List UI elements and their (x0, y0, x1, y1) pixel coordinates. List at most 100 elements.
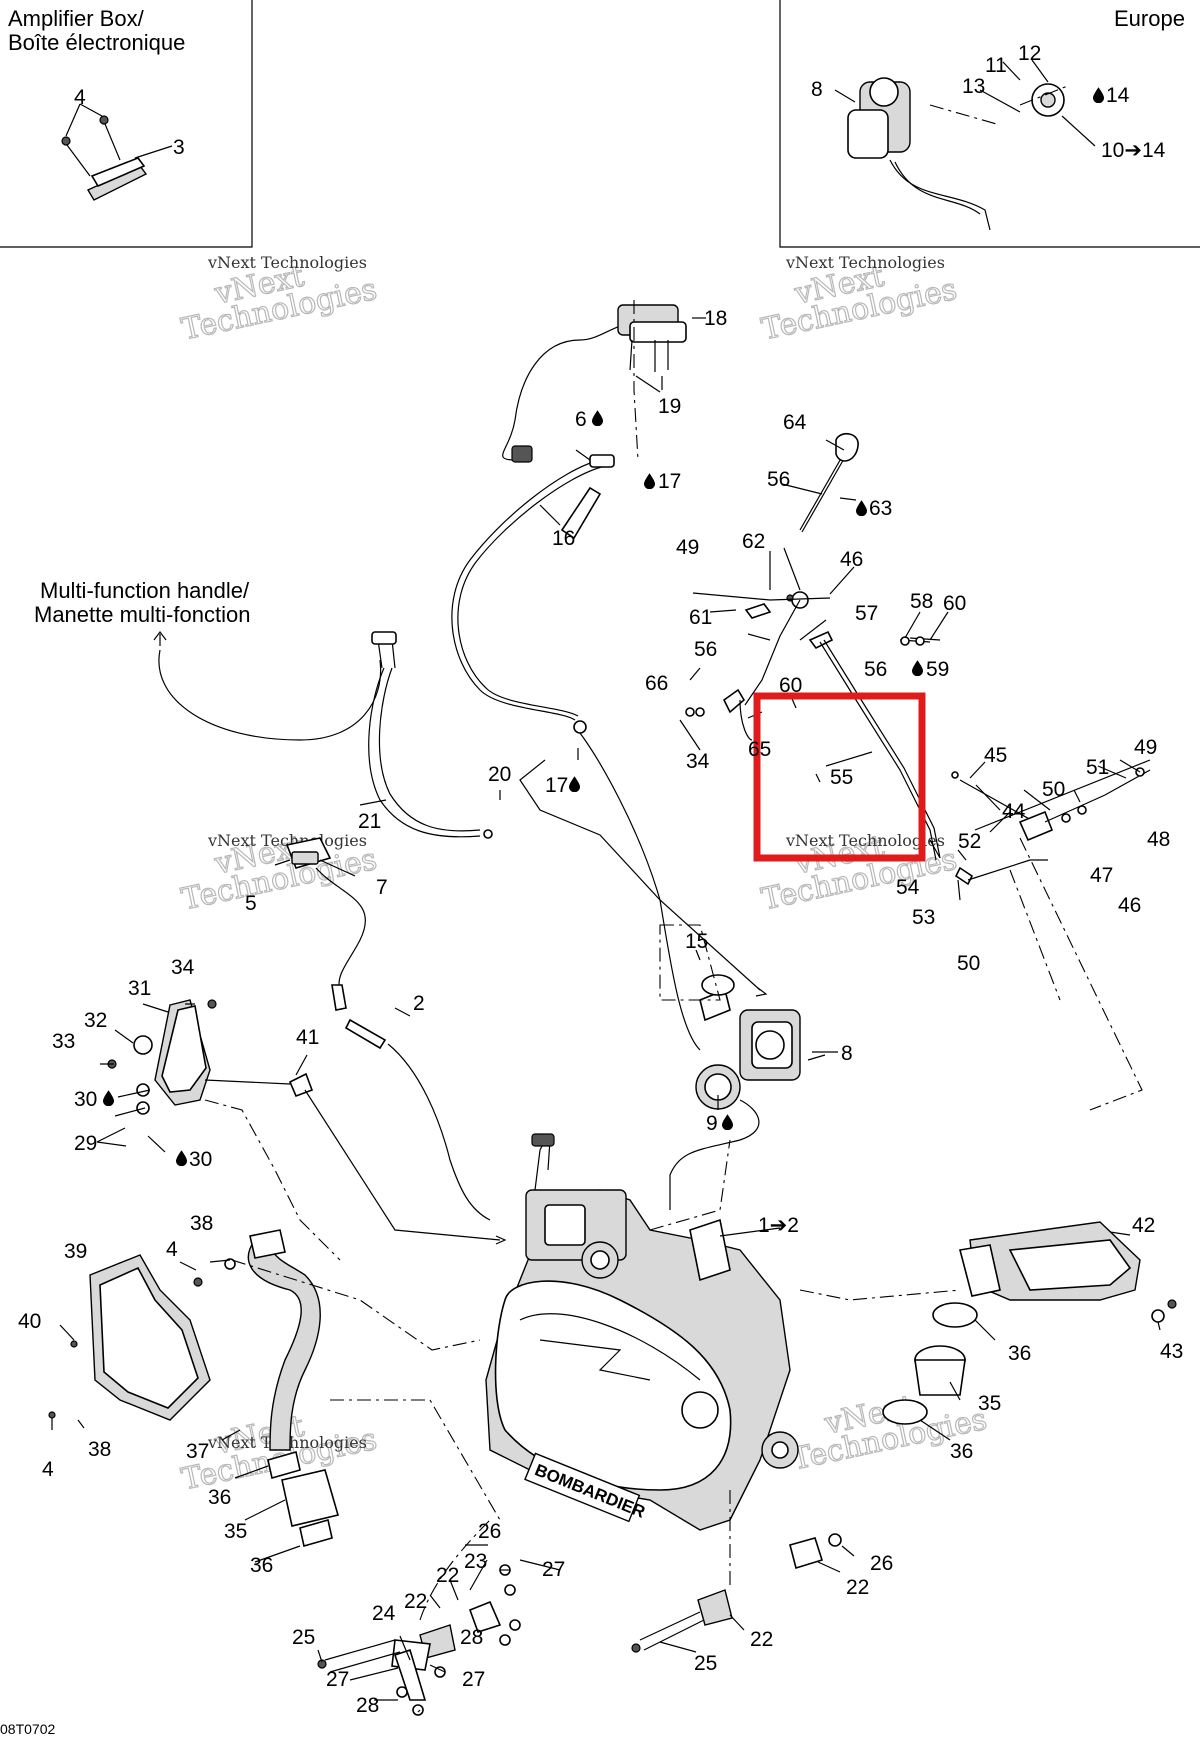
svg-text:vNext Technologies: vNext Technologies (785, 253, 945, 272)
europe-caption: Europe (1114, 6, 1185, 31)
callout-7: 7 (376, 876, 388, 899)
amplifier-box-inset: Amplifier Box/ Boîte électronique 4 3 (0, 0, 253, 248)
callout-22-a: 22 (436, 1564, 459, 1587)
callout-31: 31 (128, 977, 151, 1000)
callout-35-left: 35 (224, 1520, 247, 1543)
callout-30-left: 30 (74, 1088, 97, 1111)
callout-35-right: 35 (978, 1392, 1001, 1415)
callout-36-b: 36 (250, 1554, 273, 1577)
callout-12: 12 (1018, 42, 1041, 65)
callout-labels: 18 19 6 17 16 17 20 21 5 7 2 41 15 8 9 3… (18, 307, 1183, 1717)
callout-56-right: 56 (864, 658, 887, 681)
callout-22-d: 22 (750, 1628, 773, 1651)
callout-25-left: 25 (292, 1626, 315, 1649)
callout-55: 55 (830, 766, 853, 789)
callout-58: 58 (910, 590, 933, 613)
fluid-drop-icon (644, 473, 655, 489)
callout-24: 24 (372, 1602, 396, 1625)
callout-26-right: 26 (870, 1552, 893, 1575)
throttle-cable-16 (560, 486, 602, 540)
callout-8-europe: 8 (811, 78, 823, 101)
clamp-15 (659, 924, 735, 1001)
dashed-leaders (231, 869, 1061, 1621)
callout-53: 53 (912, 906, 935, 929)
engine-mounts-bottom (317, 1490, 842, 1716)
fluid-drop-icon (103, 1090, 114, 1106)
callout-49-right: 49 (1134, 736, 1157, 759)
callout-44: 44 (1002, 800, 1026, 823)
throttle-cable-to-carb (579, 732, 701, 1051)
spark-plug (344, 1018, 491, 1221)
callout-59: 59 (926, 658, 949, 681)
callout-52: 52 (958, 830, 981, 853)
fluid-drop-icon (569, 776, 580, 792)
callout-38-bottom: 38 (88, 1438, 111, 1461)
callout-10-to-14: 10➔14 (1101, 139, 1166, 162)
air-intake-duct (959, 1221, 1141, 1301)
callout-36-a: 36 (208, 1486, 231, 1509)
engine-mount-bracket (107, 999, 341, 1261)
callout-30-right: 30 (189, 1148, 212, 1171)
callout-48: 48 (1147, 828, 1170, 851)
callout-34: 34 (171, 956, 195, 979)
callout-17-bottom: 17 (545, 774, 568, 797)
bracket-41 (288, 1072, 507, 1245)
callout-61: 61 (689, 606, 712, 629)
shift-rod-assembly-right (951, 759, 1151, 1111)
callout-4: 4 (74, 86, 86, 109)
callout-64: 64 (783, 411, 807, 434)
highlight-box (753, 692, 926, 862)
callout-28-b: 28 (356, 1694, 379, 1717)
callout-27-b: 27 (326, 1668, 349, 1691)
callout-65: 65 (748, 738, 771, 761)
callout-46-top: 46 (840, 548, 863, 571)
callout-23: 23 (464, 1550, 487, 1573)
svg-text:Multi-function handle/: Multi-function handle/ (40, 578, 250, 603)
drawing-code: 08T0702 (0, 1721, 55, 1737)
callout-4-bottom: 4 (42, 1458, 54, 1481)
callout-15: 15 (685, 930, 708, 953)
callout-32: 32 (84, 1009, 107, 1032)
callout-8-main: 8 (841, 1042, 853, 1065)
callout-5: 5 (245, 892, 257, 915)
callout-34-right: 34 (686, 750, 710, 773)
svg-text:vNext Technologies: vNext Technologies (207, 831, 367, 850)
callout-9: 9 (706, 1112, 718, 1135)
callout-66: 66 (645, 672, 668, 695)
engine: BOMBARDIER (485, 1133, 799, 1531)
callout-29: 29 (74, 1132, 97, 1155)
leader-lines (51, 317, 1161, 1713)
callout-46-right: 46 (1118, 894, 1141, 917)
callout-25-right: 25 (694, 1652, 717, 1675)
callout-56-top: 56 (767, 468, 790, 491)
carburetor (699, 988, 826, 1081)
amplifier-module (61, 115, 148, 201)
amplifier-box-caption-fr: Boîte électronique (8, 30, 185, 55)
callout-49-top: 49 (676, 536, 699, 559)
callout-33: 33 (52, 1030, 75, 1053)
amplifier-box-caption: Amplifier Box/ (8, 6, 145, 31)
thumb-throttle-unit (617, 300, 687, 461)
callout-16: 16 (552, 527, 575, 550)
callout-51: 51 (1086, 756, 1109, 779)
callout-11: 11 (985, 54, 1007, 77)
callout-36-c: 36 (1008, 1342, 1031, 1365)
callout-21: 21 (358, 810, 381, 833)
callout-56-mid: 56 (694, 638, 717, 661)
callout-62: 62 (742, 530, 765, 553)
callout-36-d: 36 (950, 1440, 973, 1463)
callout-60-top: 60 (943, 592, 966, 615)
callout-47: 47 (1090, 864, 1113, 887)
fluid-drop-icon (722, 1114, 733, 1130)
callout-63: 63 (869, 497, 892, 520)
handle-cable-assembly (368, 317, 649, 839)
callout-20: 20 (488, 763, 511, 786)
callout-40: 40 (18, 1310, 41, 1333)
exhaust-sleeve (267, 1450, 340, 1548)
callout-14: 14 (1106, 84, 1130, 107)
callout-38-top: 38 (190, 1212, 213, 1235)
callout-27-a: 27 (542, 1558, 565, 1581)
heat-shield (48, 1254, 211, 1421)
callout-1-to-2: 1➔2 (758, 1214, 799, 1237)
